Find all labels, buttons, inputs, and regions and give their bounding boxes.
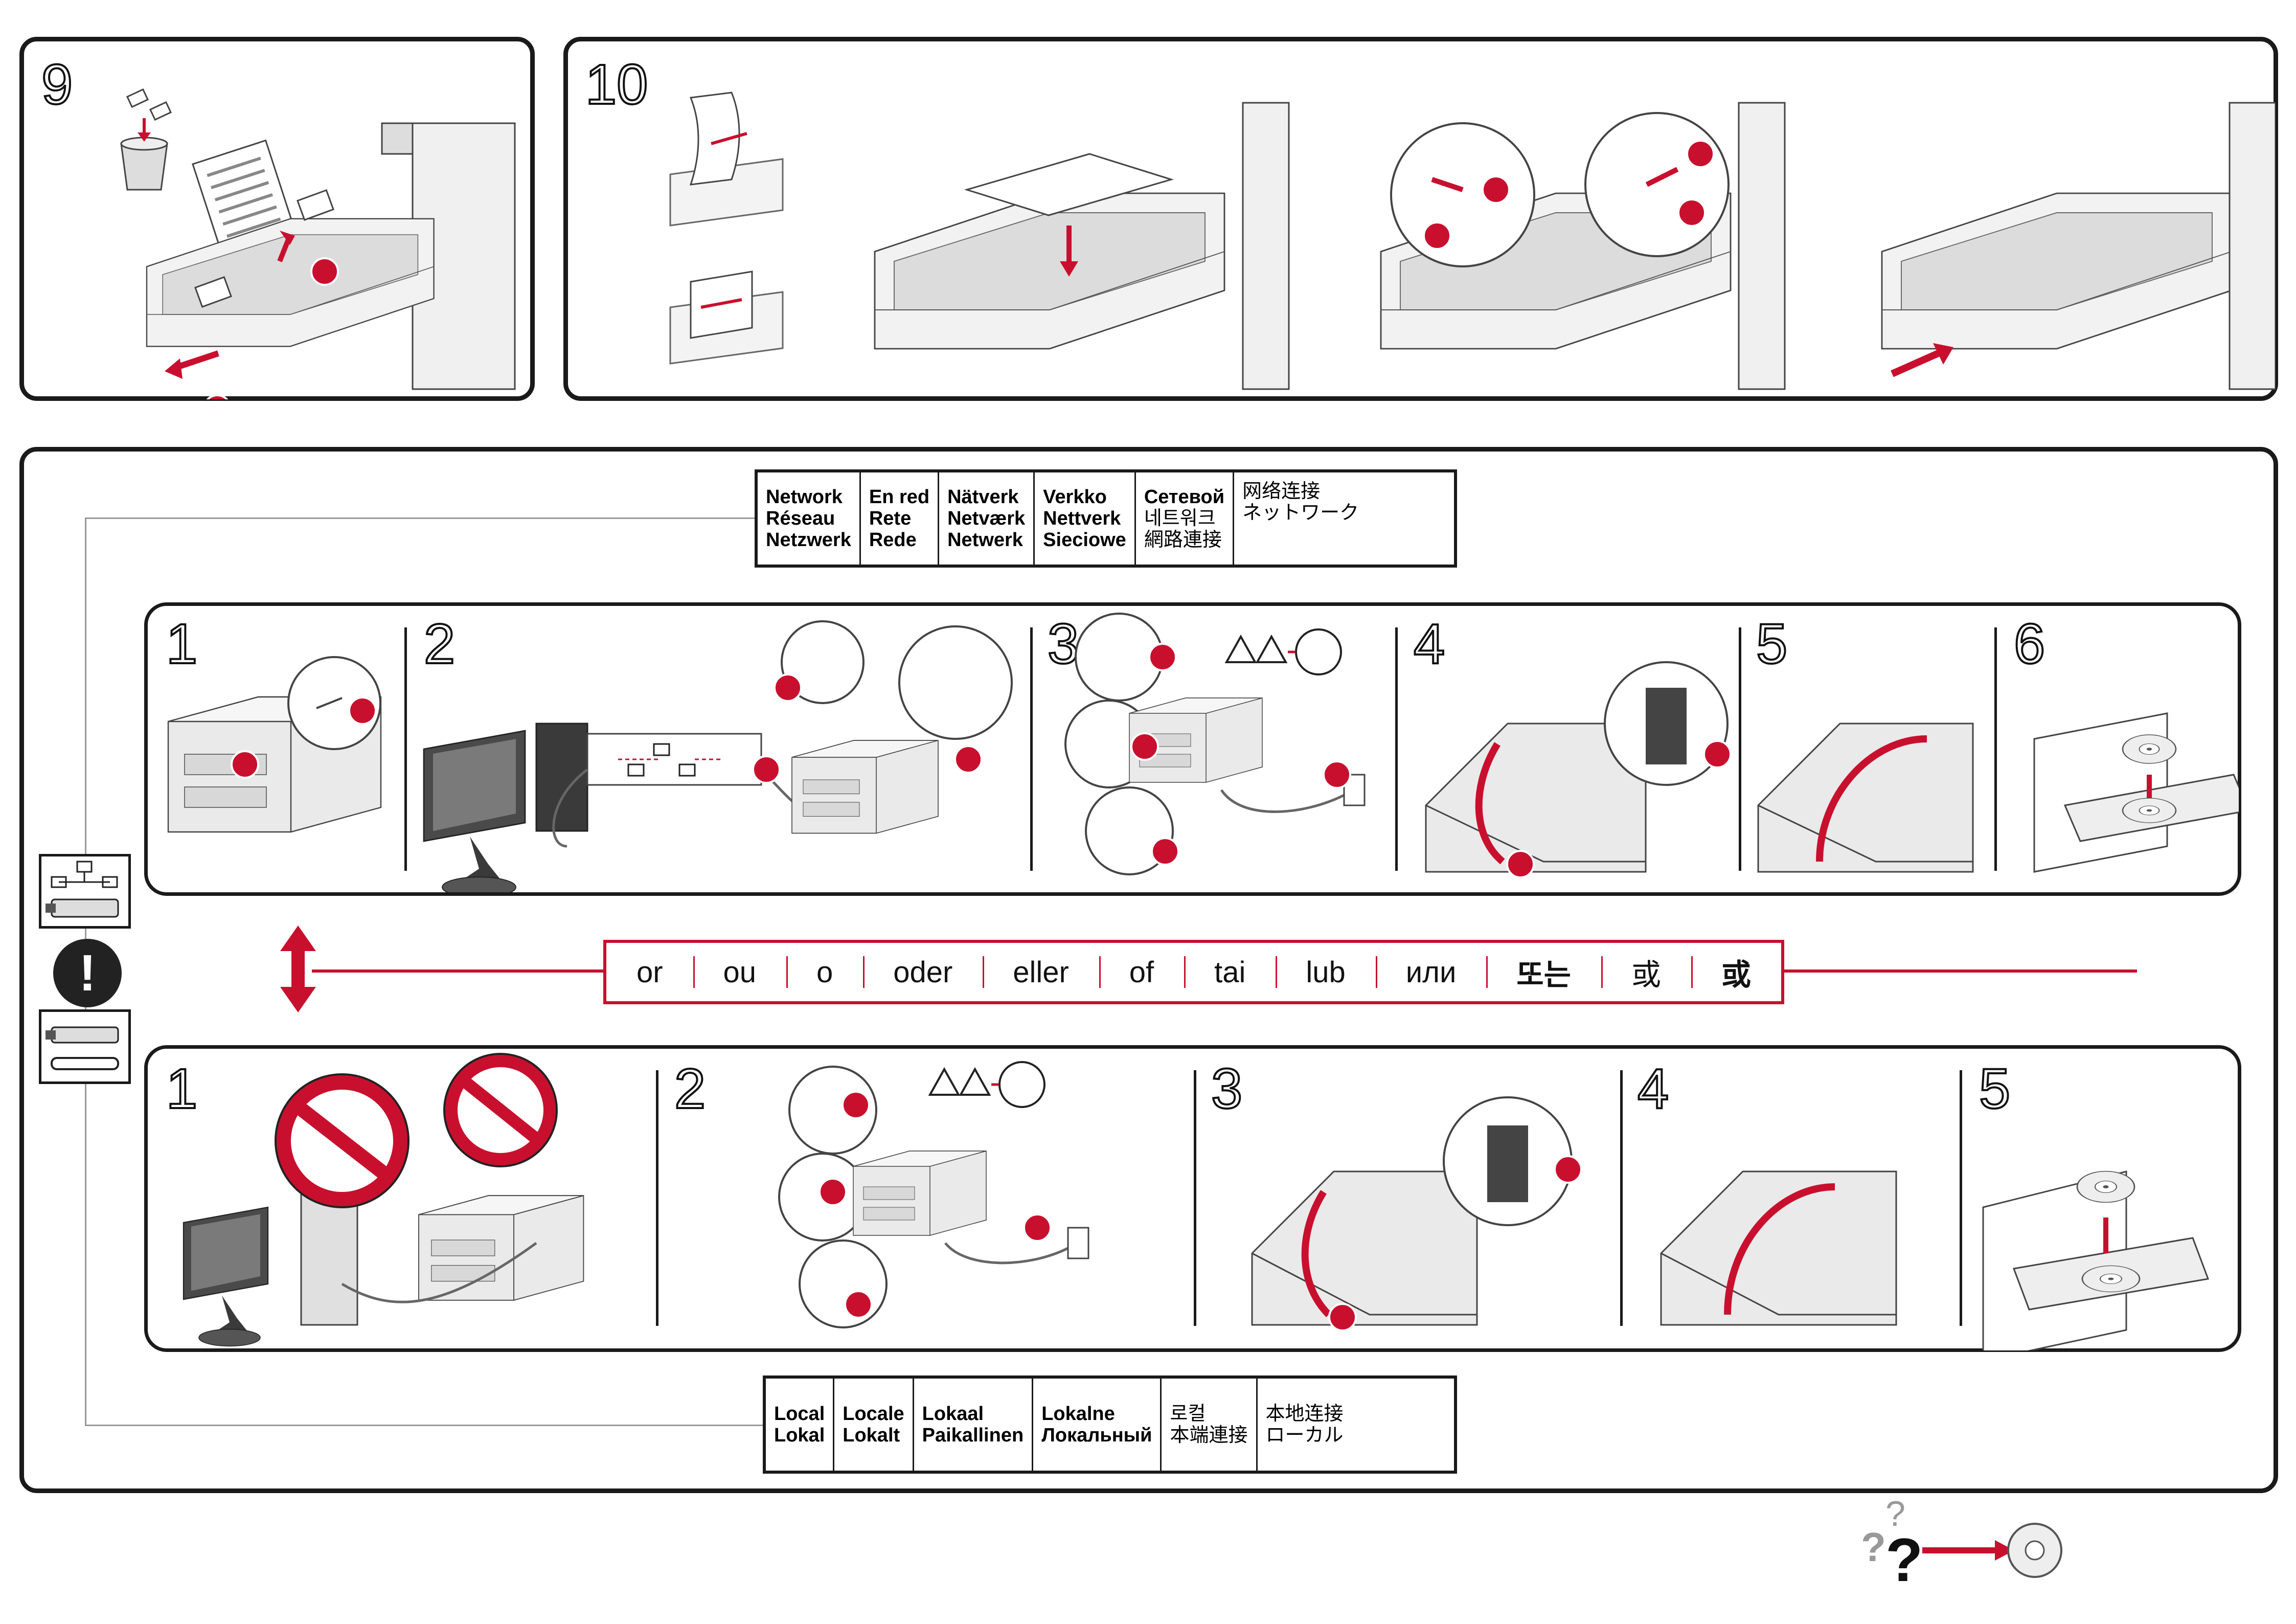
network-col-3: Nätverk Netværk Netwerk [939,472,1035,565]
up-down-arrow [275,920,321,1018]
local-col-5: 로컬 本端連接 [1162,1379,1257,1471]
or-word: eller [983,943,1099,1001]
connector-line [85,1368,86,1426]
local-col-2: Locale Lokalt [834,1379,914,1471]
local-steps-band: 1 2 3 4 5 [144,1045,2241,1352]
network-connection-icon [39,854,131,929]
network-steps-band: 1 2 3 4 5 6 [144,602,2241,896]
network-language-table: Network Réseau Netzwerk En red Rete Rede… [755,469,1457,568]
connector-line [85,517,756,519]
network-col-1: Network Réseau Netzwerk [758,472,861,565]
important-icon: ! [53,939,122,1007]
step-10-panel: 10 [563,37,2278,401]
trash-can-icon [121,89,171,190]
step-9-panel: 9 [19,37,535,401]
local-col-3: Lokaal Paikallinen [914,1379,1034,1471]
or-word: o [786,943,863,1001]
or-word: of [1099,943,1184,1001]
usb-connection-icon [39,1009,131,1084]
flex-paper-figure [670,93,783,364]
or-word: 또는 [1486,943,1601,1001]
network-col-6: 网络连接 ネットワーク [1234,472,1367,565]
or-word: lub [1276,943,1375,1001]
or-word: ou [693,943,786,1001]
local-col-4: Lokalne Локальный [1033,1379,1162,1471]
local-language-table: Local Lokal Locale Lokalt Lokaal Paikall… [763,1375,1457,1474]
or-word: 或 [1601,943,1691,1001]
connector-line [85,1425,763,1426]
local-col-6: 本地连接 ローカル [1258,1379,1352,1471]
local-steps-illustrations [148,1049,2239,1350]
network-col-2: En red Rete Rede [861,472,939,565]
load-paper-illustration [568,41,2276,399]
network-col-4: Verkko Nettverk Sieciowe [1035,472,1136,565]
help-cd-icon: ? ? ? [1861,1493,2065,1600]
or-word: tai [1184,943,1276,1001]
local-col-1: Local Lokal [766,1379,834,1471]
network-col-5: Сетевой 네트워크 網路連接 [1136,472,1234,565]
network-steps-illustrations [148,606,2239,892]
or-word: oder [863,943,983,1001]
prohibited-sign [276,1074,408,1207]
tray-removal-illustration [24,41,535,399]
or-word: или [1376,943,1487,1001]
or-language-bar: or ou o oder eller of tai lub или 또는 或 或 [603,940,1784,1004]
or-word: or [606,943,693,1001]
or-word: 或 [1691,943,1781,1001]
